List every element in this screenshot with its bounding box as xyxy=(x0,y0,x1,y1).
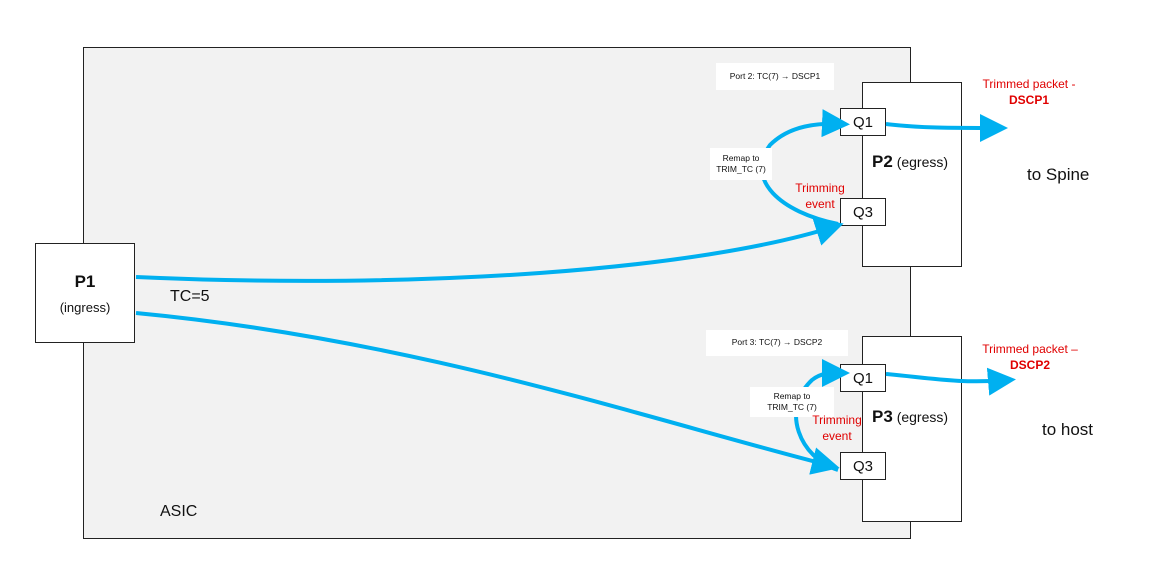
port-p2-label: P2 (egress) xyxy=(872,152,948,172)
destination-spine: to Spine xyxy=(1027,165,1090,184)
p2-trimming-event: Trimming event xyxy=(788,181,852,212)
p3-event-line2: event xyxy=(822,428,852,443)
p2-event-line2: event xyxy=(805,196,835,211)
flow-p1-to-p2-q3 xyxy=(135,218,844,283)
p3-trimming-event: Trimming event xyxy=(805,413,869,444)
p3-dscp-mapping-note: Port 3: TC(7) → DSCP2 xyxy=(706,330,848,356)
asic-label: ASIC xyxy=(160,503,198,520)
port-p3-label: P3 (egress) xyxy=(872,407,948,427)
p3-out-line1: Trimmed packet – xyxy=(982,342,1078,356)
p3-queue-q3: Q3 xyxy=(840,452,886,480)
p2-queue-q3: Q3 xyxy=(840,198,886,226)
port-p1: P1 (ingress) xyxy=(35,243,135,343)
port-p3 xyxy=(862,336,962,522)
port-p2-name: P2 xyxy=(872,152,893,171)
p2-out-line1: Trimmed packet - xyxy=(982,77,1076,91)
port-p2-role: (egress) xyxy=(896,154,949,170)
p2-remap-line1: Remap to xyxy=(722,152,760,163)
flow-p1-to-p3-q3 xyxy=(135,311,840,475)
port-p1-name: P1 xyxy=(74,272,96,291)
p3-event-line1: Trimming xyxy=(812,413,862,427)
p3-out-line2: DSCP2 xyxy=(1009,357,1050,372)
p3-remap-note: Remap to TRIM_TC (7) xyxy=(750,387,834,417)
port-p3-role: (egress) xyxy=(896,409,949,425)
p2-trimmed-packet-label: Trimmed packet - DSCP1 xyxy=(965,77,1093,108)
port-p1-role: (ingress) xyxy=(59,300,111,315)
p3-output-flow xyxy=(885,367,1016,396)
destination-host: to host xyxy=(1042,420,1094,439)
p2-remap-note: Remap to TRIM_TC (7) xyxy=(710,148,772,180)
port-p3-name: P3 xyxy=(872,407,893,426)
p2-output-flow xyxy=(885,113,1008,142)
traffic-class-label: TC=5 xyxy=(170,288,210,305)
p2-dscp-mapping-note: Port 2: TC(7) → DSCP1 xyxy=(716,63,834,90)
p3-remap-line1: Remap to xyxy=(773,390,811,401)
p2-event-line1: Trimming xyxy=(795,181,845,195)
p3-trimmed-packet-label: Trimmed packet – DSCP2 xyxy=(966,342,1094,373)
asic-block xyxy=(83,47,911,539)
p2-out-line2: DSCP1 xyxy=(1008,92,1049,107)
p3-remap-line2: TRIM_TC (7) xyxy=(767,402,817,412)
p2-remap-line2: TRIM_TC (7) xyxy=(716,164,766,174)
